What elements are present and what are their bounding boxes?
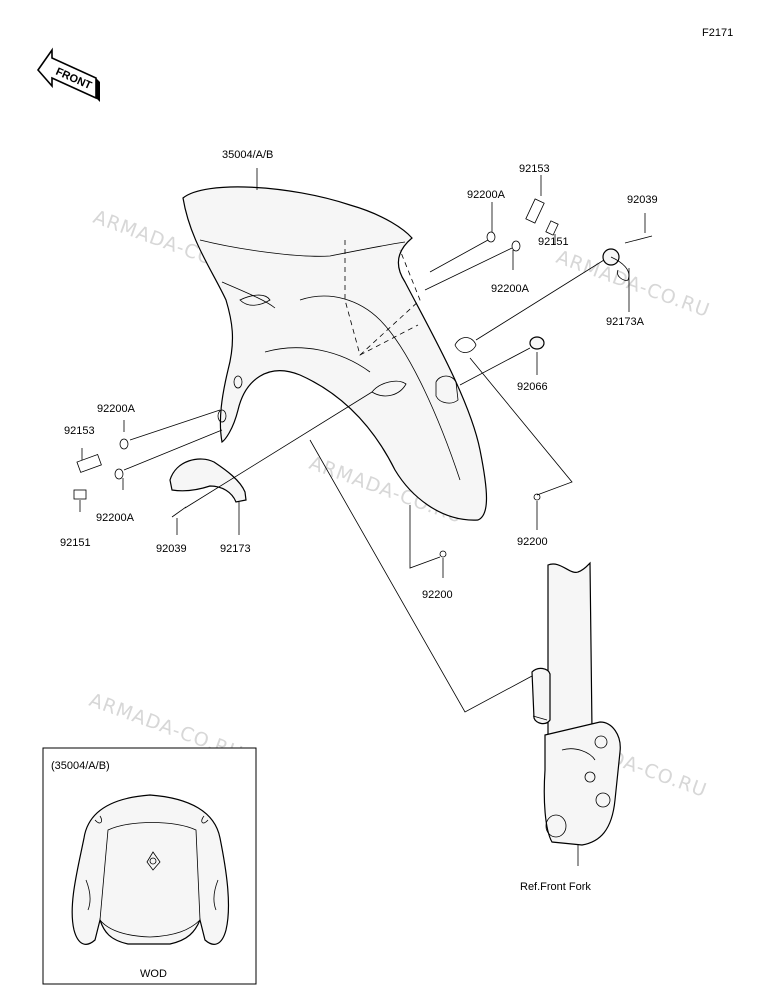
nut-icon: [439, 550, 447, 558]
front-fork: [531, 561, 621, 866]
part-labels: 35004/A/B 92153 92200A 92200A 92151 9203…: [60, 149, 658, 893]
label-92200: 92200: [517, 536, 548, 548]
diagram-code: F2171: [702, 27, 733, 39]
label-ref-front-fork: Ref.Front Fork: [520, 881, 591, 893]
label-92200: 92200: [422, 589, 453, 601]
label-92153: 92153: [64, 425, 95, 437]
front-fender: [182, 186, 488, 521]
label-92151: 92151: [60, 537, 91, 549]
washer-icon: [486, 231, 496, 243]
label-92039: 92039: [627, 194, 658, 206]
label-92039: 92039: [156, 543, 187, 555]
label-92173: 92173: [220, 543, 251, 555]
washer-icon: [114, 468, 124, 480]
grommet-icon: [529, 336, 545, 350]
bolt-icon: [76, 454, 102, 473]
washer-icon: [511, 240, 521, 252]
watermark: ARMADA-CO.RU: [553, 246, 713, 322]
label-92173a: 92173A: [606, 316, 645, 328]
hardware-parts: [73, 198, 653, 558]
pin-icon: [624, 235, 653, 244]
label-92066: 92066: [517, 381, 548, 393]
label-92200a: 92200A: [96, 512, 135, 524]
label-92153: 92153: [519, 163, 550, 175]
pin-icon: [171, 506, 187, 518]
front-arrow-icon: FRONT: [36, 47, 100, 102]
label-92200a: 92200A: [467, 189, 506, 201]
label-35004: 35004/A/B: [222, 149, 273, 161]
screw-icon: [73, 489, 87, 500]
label-92200a: 92200A: [97, 403, 136, 415]
bolt-icon: [525, 198, 545, 224]
screw-icon: [545, 220, 559, 236]
inset-caption: WOD: [140, 968, 167, 980]
washer-icon: [119, 438, 129, 450]
nut-icon: [533, 493, 541, 501]
clamp-icon: [169, 458, 247, 503]
leader-lines: [79, 168, 646, 721]
label-92151: 92151: [538, 236, 569, 248]
inset-panel: (35004/A/B) WOD: [42, 747, 257, 985]
label-92200a: 92200A: [491, 283, 530, 295]
inset-title: (35004/A/B): [51, 760, 110, 772]
